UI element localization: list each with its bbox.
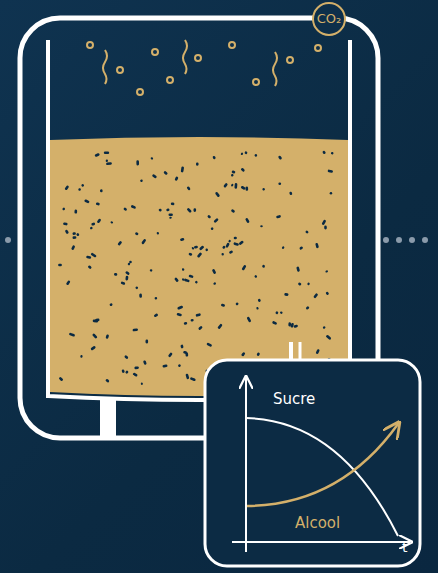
gas-bubbles: [87, 40, 321, 95]
curve-label: Sucre: [273, 391, 315, 408]
gas-circle: CO₂: [312, 2, 346, 36]
x-axis: [232, 541, 410, 543]
vessel-leg: [100, 398, 116, 440]
curve-label: Alcool: [295, 515, 340, 532]
axis-label: t: [402, 540, 408, 555]
liquid: [50, 137, 348, 396]
chart-inset: SucreAlcool t: [205, 360, 420, 566]
y-axis: [245, 378, 247, 552]
vessel: [48, 40, 350, 400]
gas-label: CO₂: [317, 12, 342, 26]
chart-frame: [205, 360, 420, 566]
alcohol-curve: [247, 424, 398, 506]
sugar-curve: [246, 418, 398, 536]
